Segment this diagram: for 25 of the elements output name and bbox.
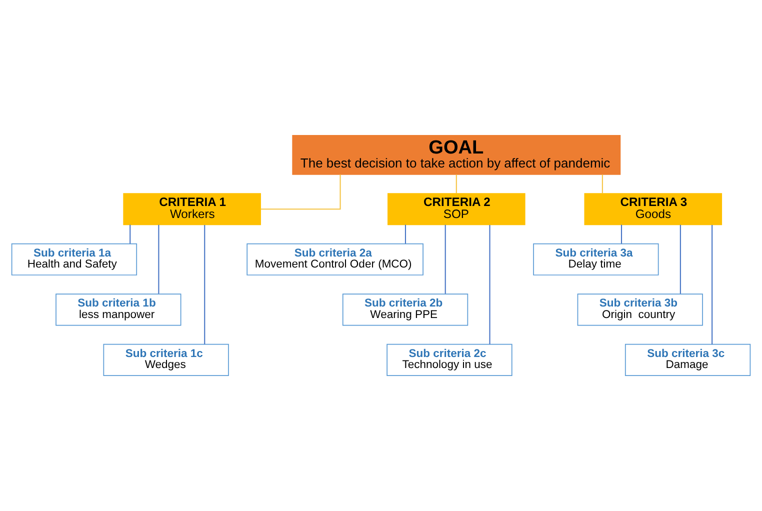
connector	[456, 174, 457, 194]
connector	[680, 224, 681, 294]
node-box: Sub criteria 1b less manpower	[56, 294, 182, 326]
node-box: Sub criteria 2a Movement Control Oder (MCO)	[246, 243, 424, 276]
node-box: Sub criteria 1c Wedges	[103, 344, 229, 376]
connector	[712, 224, 713, 344]
connector	[158, 224, 160, 294]
node-box: Sub criteria 3a Delay time	[533, 243, 659, 276]
connector	[404, 224, 406, 244]
node-box: Sub criteria 3b Origin country	[577, 294, 703, 326]
node-box: CRITERIA 3 Goods	[584, 193, 722, 226]
connector	[130, 224, 131, 244]
connector	[444, 224, 446, 294]
node-box: Sub criteria 2b Wearing PPE	[342, 294, 468, 326]
connector	[204, 224, 206, 344]
node-box: Sub criteria 1a Health and Safety	[11, 243, 138, 276]
connector	[260, 174, 341, 210]
connector	[620, 224, 622, 244]
connector	[602, 174, 603, 194]
node-box: GOAL The best decision to take action by affect of pandemic	[292, 135, 621, 175]
node-box: CRITERIA 1 Workers	[123, 193, 261, 226]
node-box: Sub criteria 3c Damage	[624, 344, 751, 376]
node-box: CRITERIA 2 SOP	[388, 193, 526, 226]
node-box: Sub criteria 2c Technology in use	[386, 344, 512, 376]
connector	[489, 224, 490, 344]
